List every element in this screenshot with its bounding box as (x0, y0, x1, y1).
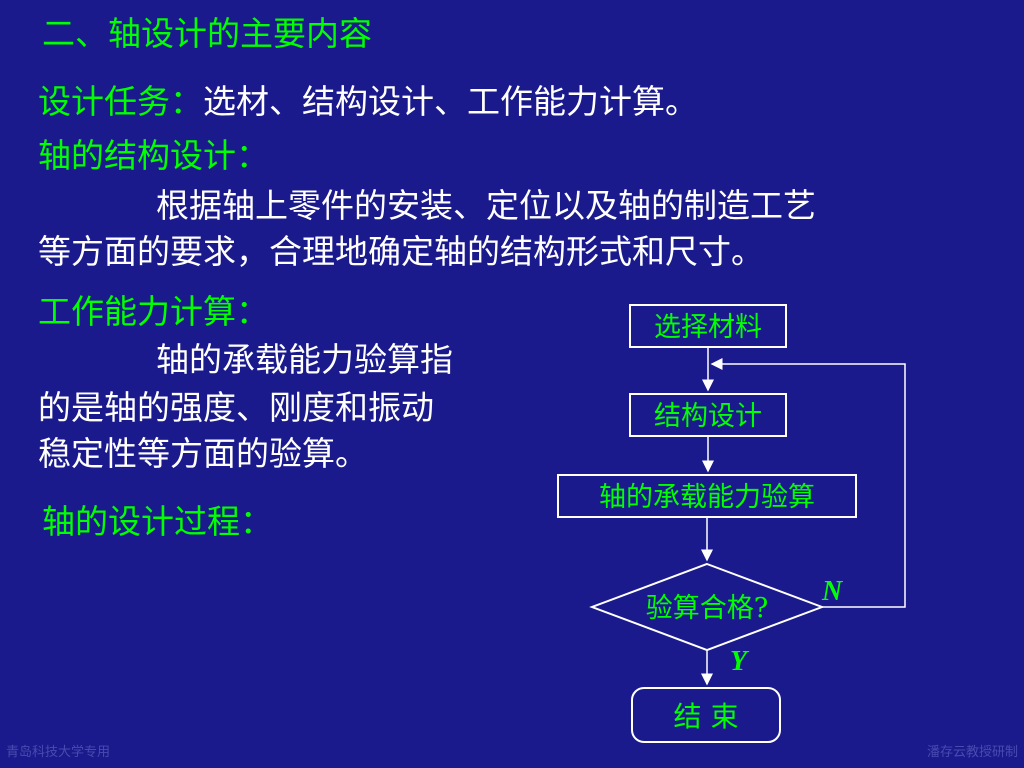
design-task-text: 选材、结构设计、工作能力计算。 (203, 82, 698, 121)
design-task-row: 设计任务：选材、结构设计、工作能力计算。 (38, 80, 698, 124)
flow-box-capacity-check-label: 轴的承载能力验算 (599, 482, 815, 513)
structure-design-label: 轴的结构设计： (38, 136, 269, 175)
capacity-calc-label: 工作能力计算： (38, 292, 269, 331)
footer-left: 青岛科技大学专用 (6, 745, 111, 760)
flow-no-label: N (821, 576, 844, 607)
flow-decision-label: 验算合格? (646, 593, 768, 624)
capacity-calc-line-1: 轴的承载能力验算指 (156, 340, 453, 379)
flow-box-structure-design-label: 结构设计 (654, 401, 762, 432)
capacity-calc-line-3: 稳定性等方面的验算。 (38, 434, 368, 473)
flow-yes-label: Y (730, 646, 750, 677)
flow-end-box (631, 687, 781, 743)
flow-loop-no (710, 358, 906, 608)
capacity-calc-line-2: 的是轴的强度、刚度和振动 (38, 388, 434, 427)
footer-right: 潘存云教授研制 (926, 745, 1018, 760)
design-task-label: 设计任务： (38, 82, 203, 121)
structure-design-line-2: 等方面的要求，合理地确定轴的结构形式和尺寸。 (38, 232, 764, 271)
flow-end-label: 结 束 (674, 700, 739, 733)
flow-box-select-material-label: 选择材料 (654, 312, 762, 343)
slide-title: 二、轴设计的主要内容 (42, 14, 372, 53)
design-process-label: 轴的设计过程： (42, 502, 273, 541)
structure-design-line-1: 根据轴上零件的安装、定位以及轴的制造工艺 (156, 186, 816, 225)
